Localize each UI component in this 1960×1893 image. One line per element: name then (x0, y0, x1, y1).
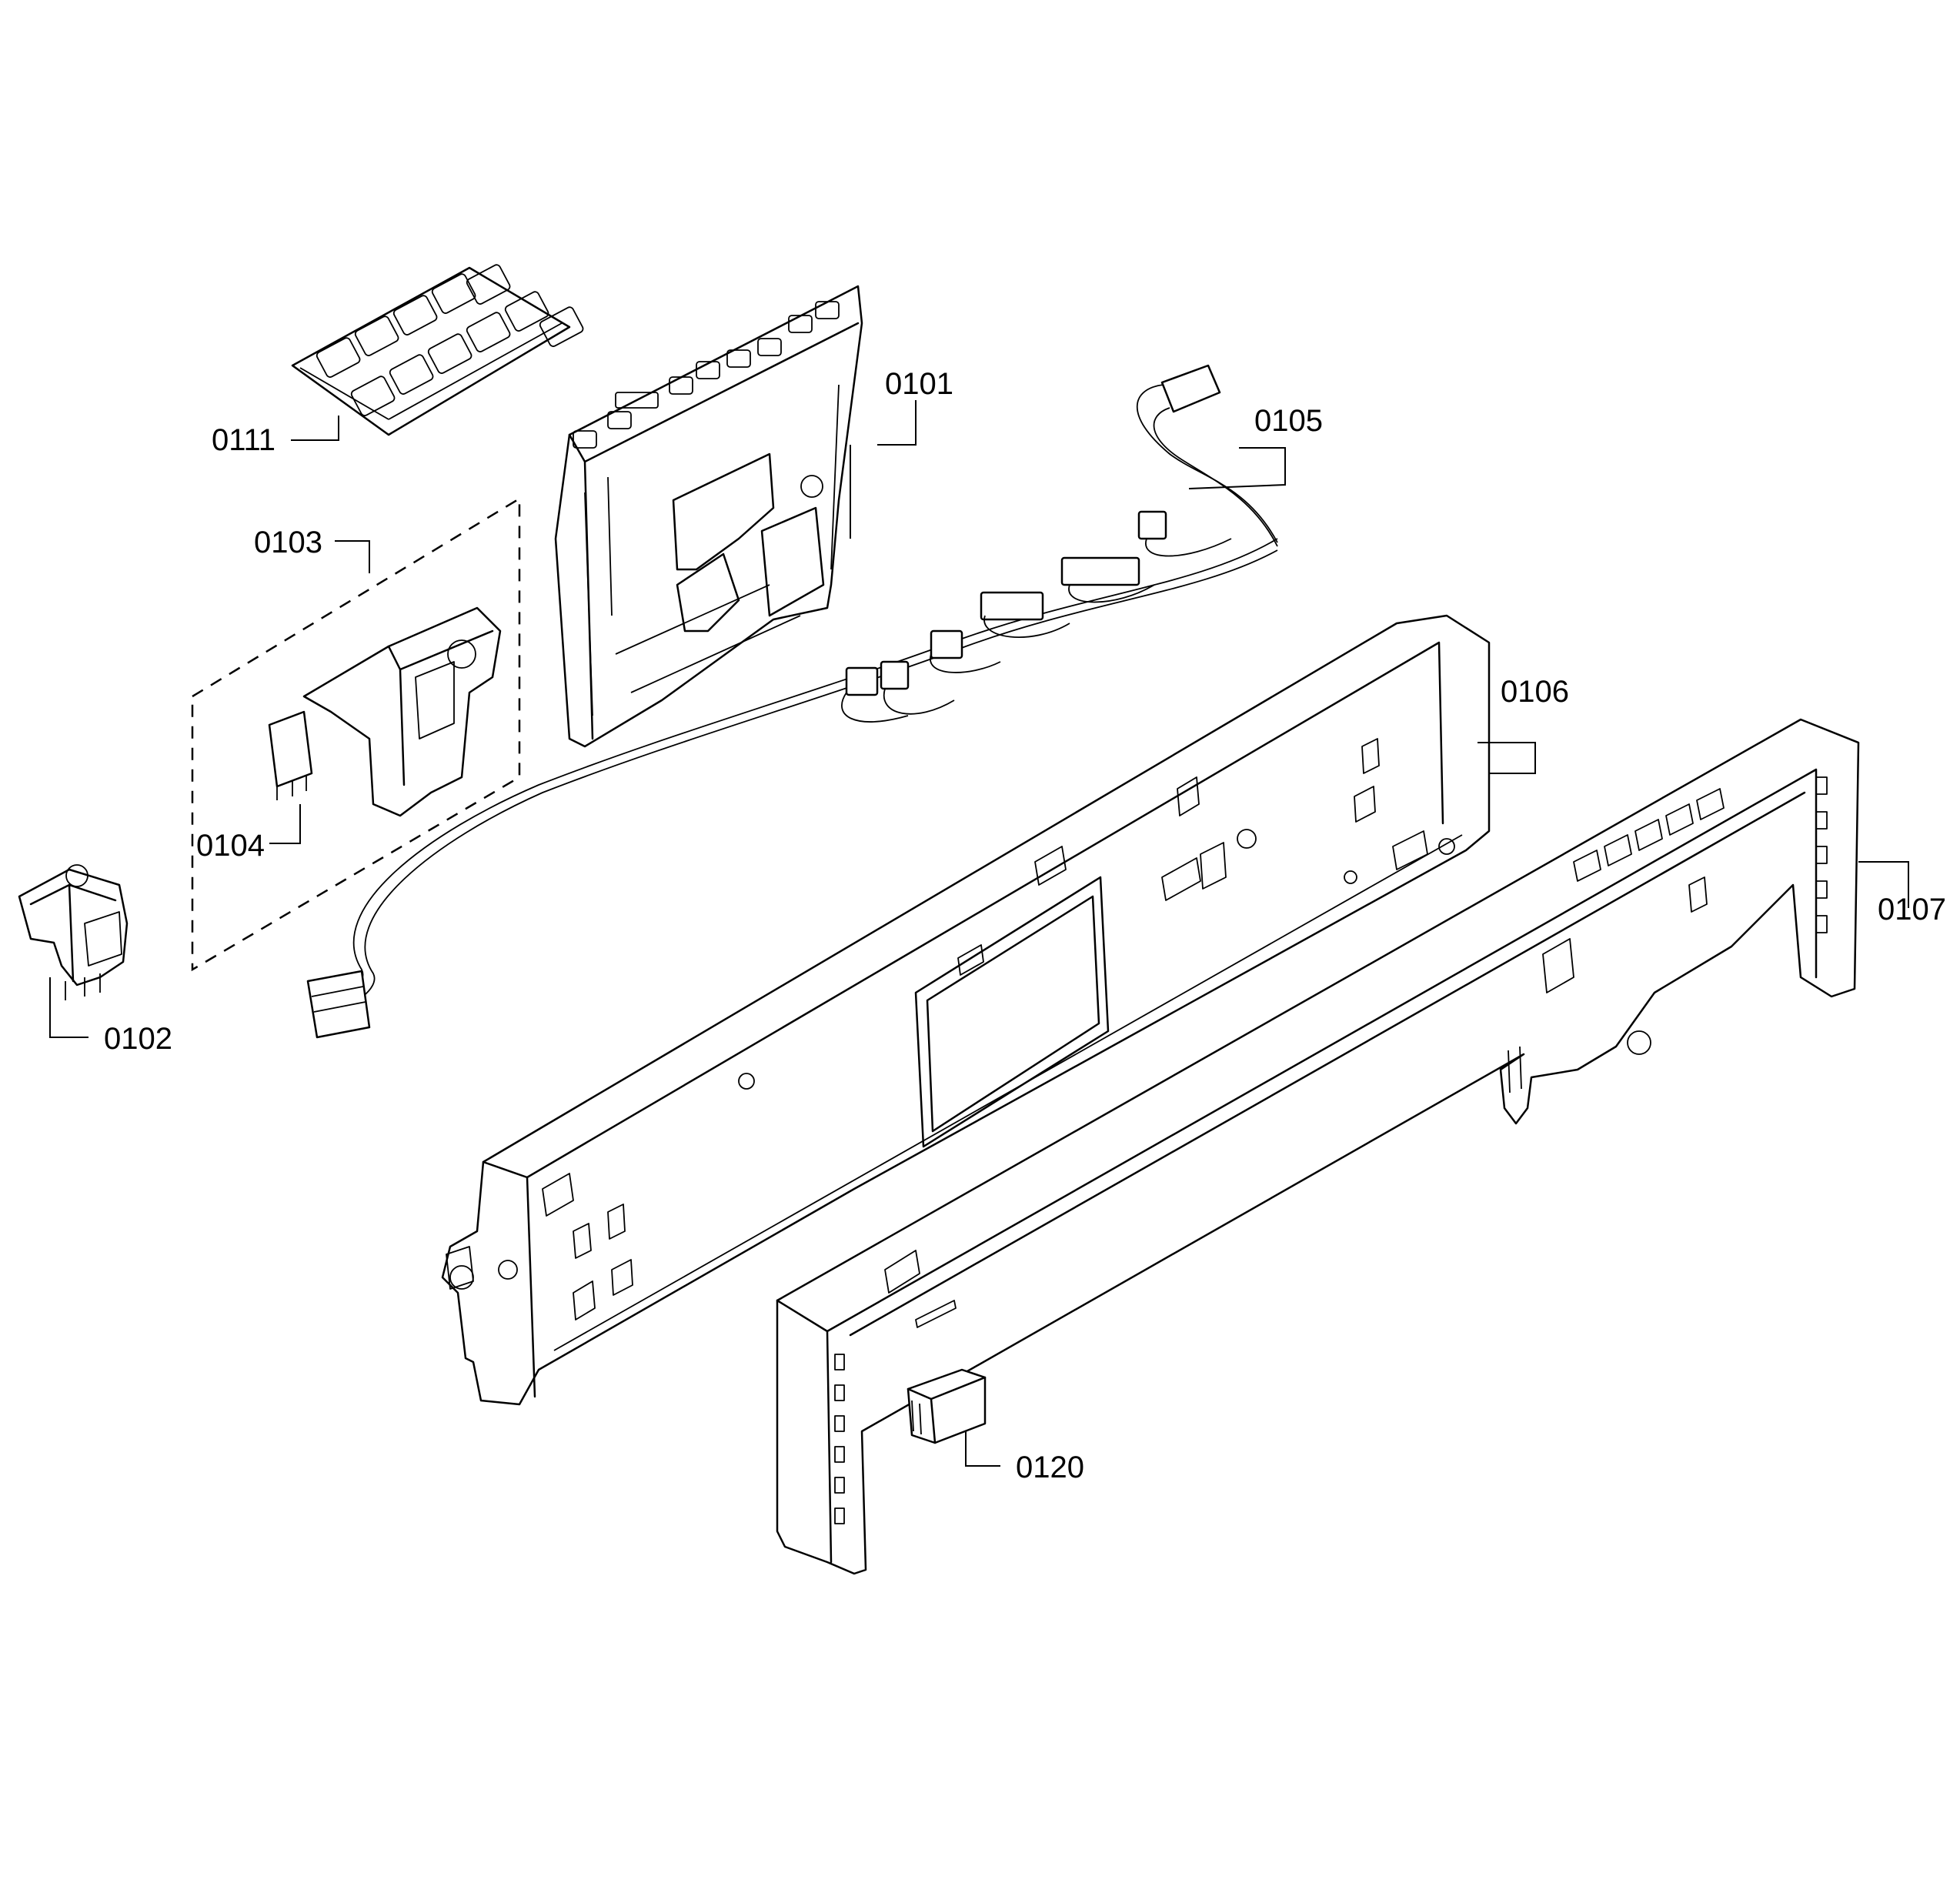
label-0104: 0104 (196, 829, 265, 863)
part-0103-group (191, 496, 521, 972)
label-0107: 0107 (1878, 893, 1946, 926)
part-labels: 0111 0101 0105 0103 0104 0102 0106 0107 … (104, 367, 1946, 1484)
part-0102-switch (18, 864, 129, 1000)
label-0103: 0103 (254, 526, 322, 559)
label-0120: 0120 (1016, 1451, 1084, 1484)
part-0111-keypad-membrane (291, 264, 584, 436)
part-0105-wiring-harness (306, 364, 1278, 1039)
label-0102: 0102 (104, 1022, 172, 1056)
label-0106: 0106 (1501, 675, 1569, 709)
part-0107-front-panel (776, 718, 1860, 1575)
label-0111: 0111 (212, 423, 275, 457)
part-0106-inner-frame (441, 614, 1491, 1406)
part-0120-clip (907, 1368, 987, 1444)
leader-lines (49, 400, 1909, 1467)
label-0105: 0105 (1254, 404, 1323, 438)
part-0101-control-module (554, 285, 863, 748)
label-0101: 0101 (885, 367, 953, 401)
